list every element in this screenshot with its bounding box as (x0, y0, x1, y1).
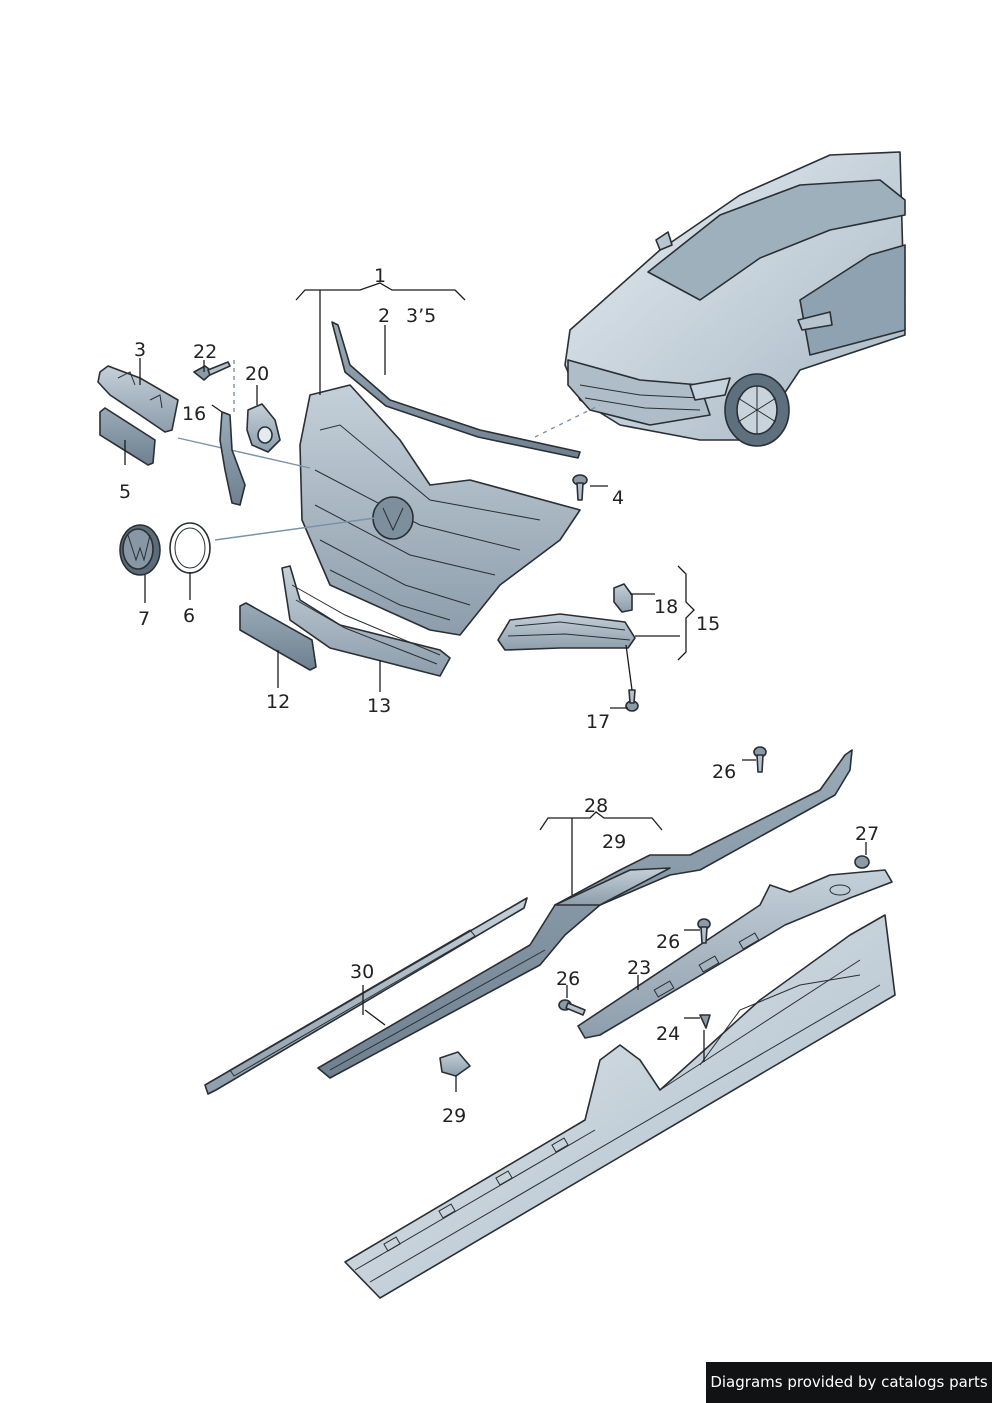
label-26-top: 26 (712, 761, 736, 783)
label-12: 12 (266, 691, 290, 713)
leader-lines (124, 282, 867, 1092)
part-29-end-cap (439, 1051, 471, 1077)
part-28-sill-panel (317, 749, 853, 1079)
label-29-bottom: 29 (442, 1105, 466, 1127)
label-13: 13 (367, 695, 391, 717)
body-sill-panel (344, 914, 896, 1299)
part-26-screw-left (558, 999, 586, 1016)
part-2-trim-strip (331, 321, 581, 459)
label-2: 2 (378, 305, 390, 327)
part-7-emblem (119, 524, 161, 576)
label-16: 16 (182, 403, 206, 425)
label-7: 7 (138, 608, 150, 630)
label-4: 4 (612, 487, 624, 509)
label-3: 3 (134, 339, 146, 361)
label-6: 6 (183, 605, 195, 627)
part-26-screw-top (753, 746, 767, 773)
part-24-clip (699, 1014, 711, 1029)
part-17-screw (625, 689, 639, 712)
label-17: 17 (586, 711, 610, 733)
part-13-lower-grille (281, 565, 451, 677)
part-30-sill-trim (204, 897, 528, 1095)
label-5: 5 (119, 481, 131, 503)
label-22: 22 (193, 341, 217, 363)
part-6-ring (169, 522, 211, 574)
part-22-screw (193, 361, 231, 381)
credit-banner: Diagrams provided by catalogs parts (706, 1362, 992, 1403)
label-30: 30 (350, 961, 374, 983)
part-3-bracket (97, 365, 179, 433)
part-5-plate (99, 407, 156, 466)
label-26-mid: 26 (656, 931, 680, 953)
part-12-plate (239, 602, 317, 671)
label-26-left: 26 (556, 968, 580, 990)
label-3-5: 3’5 (406, 305, 436, 327)
part-labels: 1 2 3’5 3 22 20 16 5 4 7 6 18 15 12 13 1… (119, 265, 879, 1127)
part-16-strip (219, 411, 246, 506)
part-26-screw-mid (697, 918, 711, 944)
car-illustration (534, 151, 906, 447)
part-4-screw (572, 474, 588, 501)
label-29-top: 29 (602, 831, 626, 853)
label-18: 18 (654, 596, 678, 618)
part-20-clip (246, 403, 281, 453)
part-15-lamp-trim (497, 613, 636, 651)
label-1: 1 (374, 265, 386, 287)
label-15: 15 (696, 613, 720, 635)
label-24: 24 (656, 1023, 680, 1045)
label-28: 28 (584, 795, 608, 817)
part-27-nut (854, 855, 870, 869)
label-27: 27 (855, 823, 879, 845)
part-18-clip (613, 583, 633, 613)
label-23: 23 (627, 957, 651, 979)
part-23-bracket (577, 869, 893, 1039)
label-20: 20 (245, 363, 269, 385)
